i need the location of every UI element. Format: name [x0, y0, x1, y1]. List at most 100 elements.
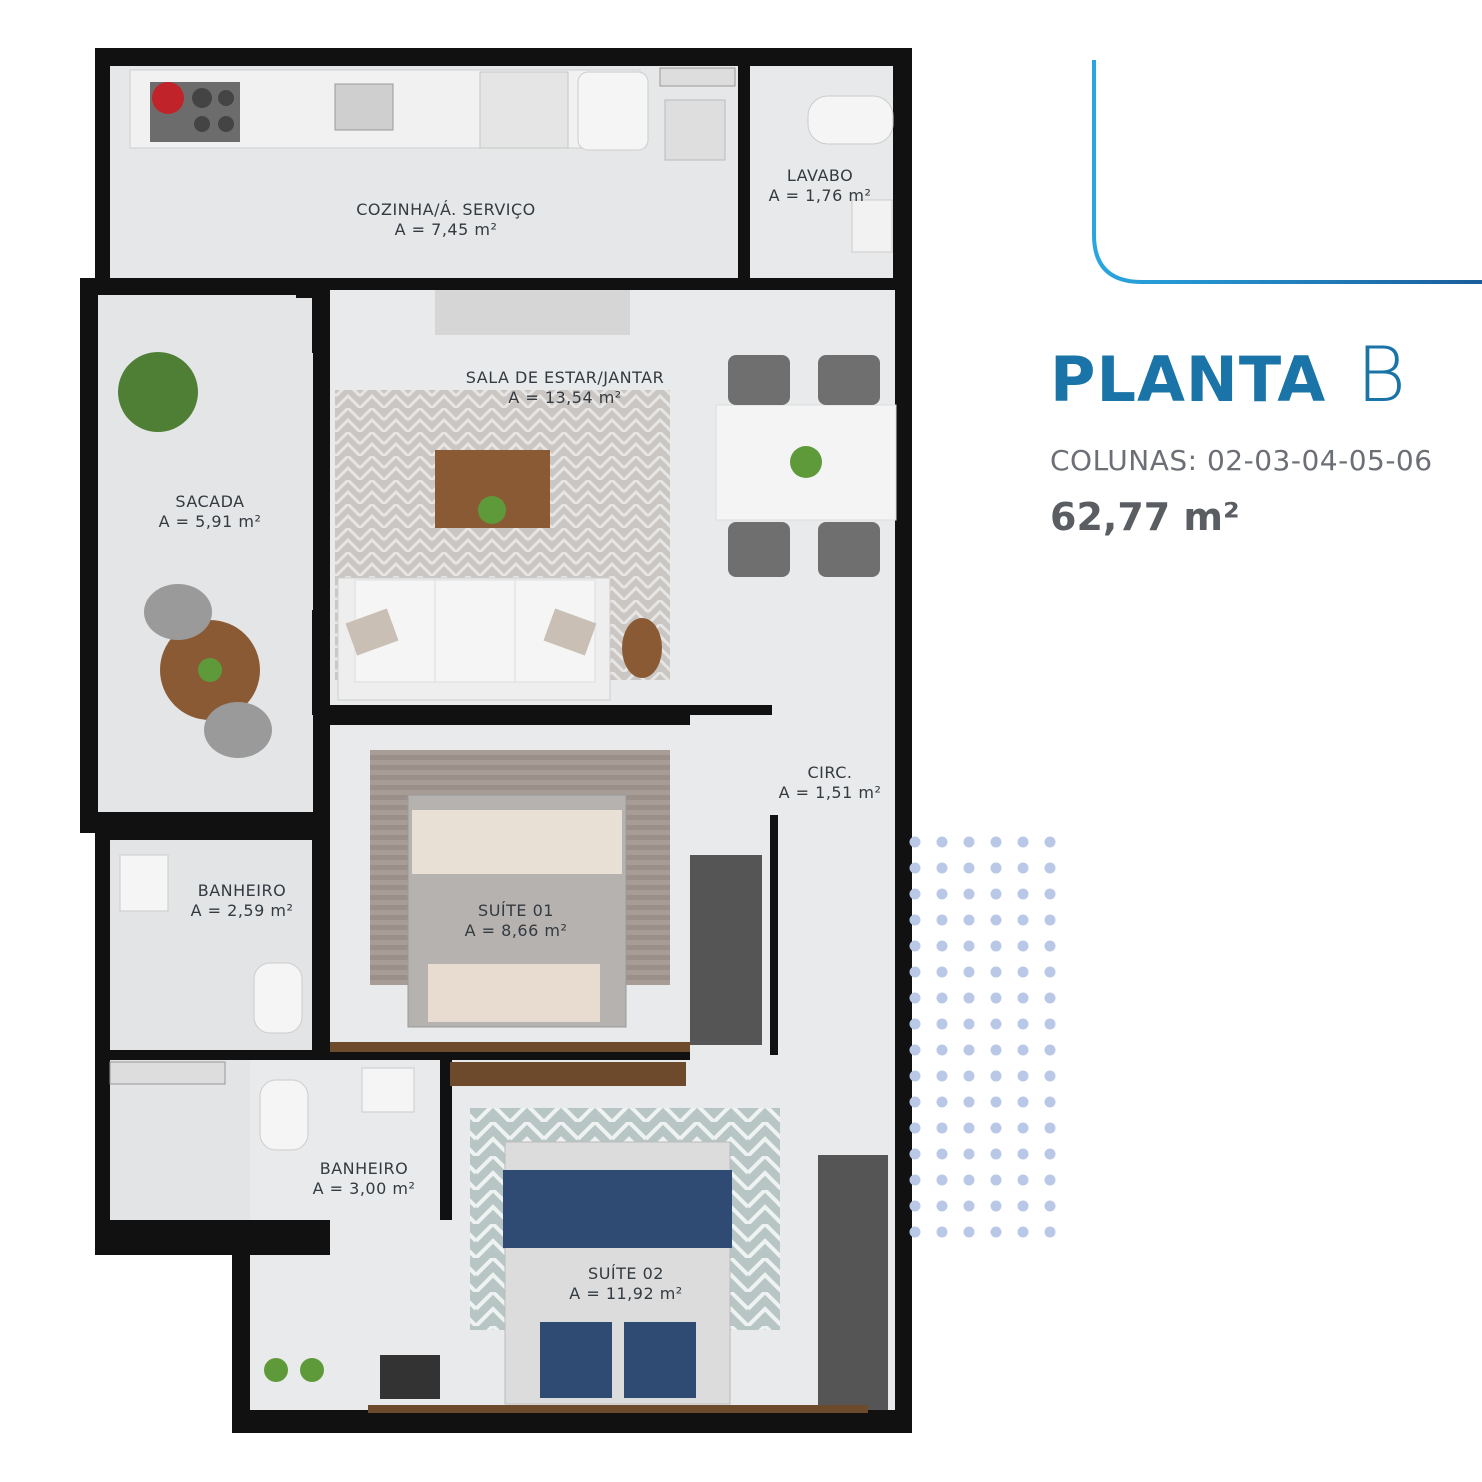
dot	[1017, 1122, 1029, 1134]
room-name: SACADA	[175, 492, 245, 511]
room-label-bathroom-1: BANHEIRO A = 2,59 m²	[191, 881, 294, 921]
dot	[909, 1174, 921, 1186]
dot	[990, 914, 1002, 926]
dot	[1017, 1226, 1029, 1238]
room-label-lavabo: LAVABO A = 1,76 m²	[769, 166, 872, 206]
dot	[990, 888, 1002, 900]
dot	[909, 1044, 921, 1056]
dot	[936, 966, 948, 978]
dot	[936, 1122, 948, 1134]
dot	[909, 862, 921, 874]
dot	[1017, 862, 1029, 874]
dot	[936, 1200, 948, 1212]
room-area: A = 5,91 m²	[158, 512, 262, 531]
dot	[936, 1070, 948, 1082]
room-label-corridor: CIRC. A = 1,51 m²	[779, 763, 882, 803]
dot	[1017, 1200, 1029, 1212]
room-label-kitchen: COZINHA/Á. SERVIÇO A = 7,45 m²	[356, 200, 536, 240]
total-area: 62,77 m²	[1050, 495, 1240, 539]
room-area: A = 7,45 m²	[394, 220, 498, 239]
dot	[1044, 1200, 1056, 1212]
dot	[1044, 836, 1056, 848]
dot	[1017, 1174, 1029, 1186]
dot	[909, 1200, 921, 1212]
dot	[909, 888, 921, 900]
dot	[1044, 1174, 1056, 1186]
dot	[936, 1096, 948, 1108]
plan-title: PLANTA B	[1050, 330, 1406, 419]
room-name: COZINHA/Á. SERVIÇO	[356, 200, 536, 219]
dot	[936, 940, 948, 952]
dot	[963, 836, 975, 848]
dot	[963, 1174, 975, 1186]
dot	[963, 1226, 975, 1238]
dot	[909, 966, 921, 978]
dot	[963, 1044, 975, 1056]
dot	[990, 1122, 1002, 1134]
room-name: CIRC.	[807, 763, 853, 782]
room-name: LAVABO	[786, 166, 854, 185]
dot	[990, 1044, 1002, 1056]
plan-title-word: PLANTA	[1050, 343, 1327, 416]
dot	[1017, 888, 1029, 900]
dot	[963, 1018, 975, 1030]
room-name: SUÍTE 02	[588, 1264, 664, 1283]
dot	[990, 1174, 1002, 1186]
dot	[1017, 1148, 1029, 1160]
dot	[1044, 914, 1056, 926]
room-area: A = 2,59 m²	[190, 901, 294, 920]
dot	[1017, 966, 1029, 978]
dot	[1017, 836, 1029, 848]
room-name: BANHEIRO	[319, 1159, 409, 1178]
dot	[1044, 966, 1056, 978]
dot	[990, 1070, 1002, 1082]
dot	[990, 1200, 1002, 1212]
dot	[936, 992, 948, 1004]
dot	[1017, 1018, 1029, 1030]
room-area: A = 1,76 m²	[768, 186, 872, 205]
dot	[1044, 1070, 1056, 1082]
room-name: BANHEIRO	[197, 881, 287, 900]
room-label-living: SALA DE ESTAR/JANTAR A = 13,54 m²	[466, 368, 664, 408]
dot	[1017, 1070, 1029, 1082]
dot	[963, 940, 975, 952]
dot	[909, 1018, 921, 1030]
dot	[936, 1044, 948, 1056]
dot	[1044, 862, 1056, 874]
dot	[1044, 1018, 1056, 1030]
dot	[990, 940, 1002, 952]
dot	[990, 1096, 1002, 1108]
room-name: SUÍTE 01	[478, 901, 554, 920]
dot	[936, 1226, 948, 1238]
dot	[990, 1148, 1002, 1160]
dot	[909, 1226, 921, 1238]
dot	[963, 1122, 975, 1134]
columns-label: COLUNAS: 02-03-04-05-06	[1050, 444, 1433, 477]
dot	[990, 836, 1002, 848]
floor-plan	[80, 48, 912, 1433]
dot	[936, 862, 948, 874]
dot	[936, 888, 948, 900]
dot	[963, 1200, 975, 1212]
dot	[909, 940, 921, 952]
dot	[936, 1018, 948, 1030]
dot	[936, 914, 948, 926]
plan-title-letter: B	[1356, 330, 1407, 419]
dot	[963, 966, 975, 978]
dot	[1017, 1044, 1029, 1056]
dot	[990, 1226, 1002, 1238]
dot	[963, 992, 975, 1004]
decorative-corner-line	[1092, 60, 1482, 284]
room-label-suite-02: SUÍTE 02 A = 11,92 m²	[569, 1264, 682, 1304]
room-area: A = 13,54 m²	[508, 388, 622, 407]
dot	[909, 992, 921, 1004]
room-label-bathroom-2: BANHEIRO A = 3,00 m²	[313, 1159, 416, 1199]
dot	[909, 914, 921, 926]
dot	[936, 1174, 948, 1186]
dot	[1017, 914, 1029, 926]
dot	[1044, 1226, 1056, 1238]
room-area: A = 1,51 m²	[778, 783, 882, 802]
dot	[1044, 1122, 1056, 1134]
dot	[909, 1096, 921, 1108]
room-area: A = 3,00 m²	[312, 1179, 416, 1198]
